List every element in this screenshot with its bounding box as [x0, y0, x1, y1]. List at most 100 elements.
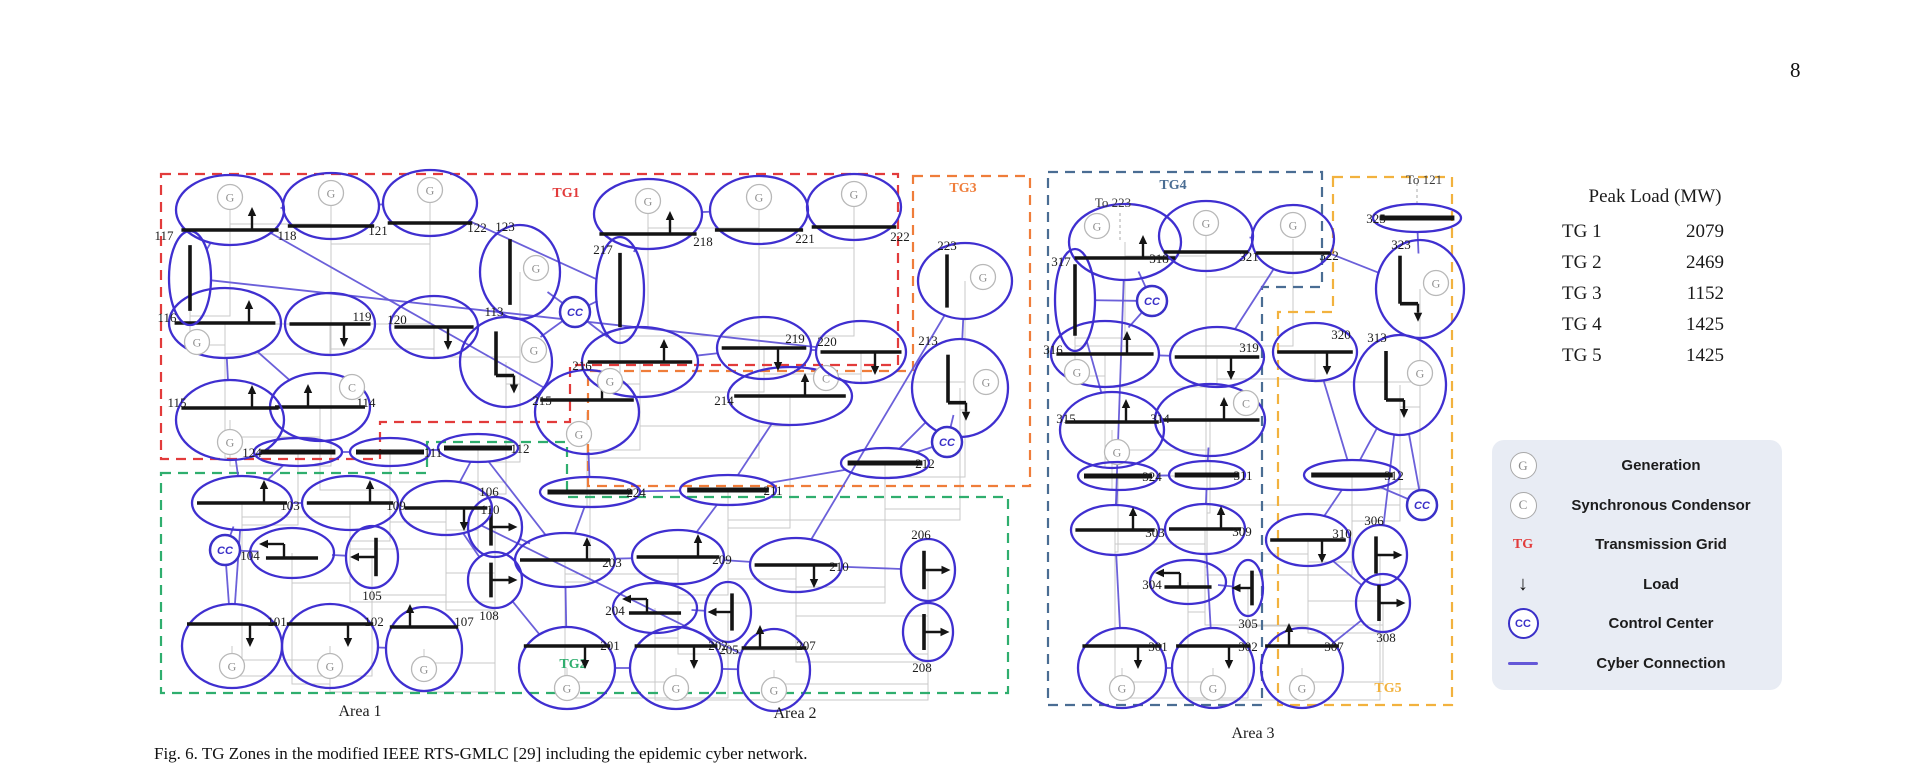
generator-icon — [1406, 359, 1434, 387]
bus-label: 116 — [157, 310, 177, 325]
cyber-links — [205, 203, 1420, 671]
zone-label-tg4: TG4 — [1159, 178, 1186, 193]
bus-325 — [1371, 202, 1463, 234]
generator-icon — [520, 336, 548, 364]
bus-211 — [678, 473, 778, 507]
bus-label: 316 — [1043, 342, 1063, 357]
legend-label: Transmission Grid — [1595, 536, 1727, 554]
bus-label: 310 — [1332, 526, 1352, 541]
bus-123: G — [478, 223, 562, 321]
svg-text:G: G — [982, 376, 991, 390]
bus-314: C — [1153, 382, 1267, 458]
svg-text:G: G — [1298, 682, 1307, 696]
cyber-connection-icon — [1492, 661, 1554, 665]
zone-label-tg1: TG1 — [552, 186, 579, 201]
zone-tg5 — [1276, 175, 1454, 707]
bus-112 — [436, 432, 520, 464]
bus-label: 323 — [1391, 237, 1411, 252]
bus-label: 202 — [708, 638, 728, 653]
transmission-grid-icon: TG — [1512, 536, 1534, 552]
bus-302: G — [1170, 626, 1256, 710]
bus-223: G — [916, 241, 1014, 321]
bus-label: 220 — [817, 334, 837, 349]
zone-label-tg5: TG5 — [1374, 681, 1401, 696]
area-label: Area 2 — [773, 705, 816, 722]
bus-label: 206 — [911, 527, 931, 542]
svg-text:G: G — [1416, 367, 1425, 381]
svg-text:G: G — [193, 336, 202, 350]
bus-label: 112 — [510, 441, 529, 456]
bus-label: 108 — [479, 608, 499, 623]
bus-107: G — [384, 604, 464, 693]
bus-label: 322 — [1319, 248, 1339, 263]
svg-text:G: G — [1202, 217, 1211, 231]
bus-205 — [703, 580, 753, 644]
bus-label: 208 — [912, 660, 932, 675]
bus-111 — [348, 436, 432, 468]
generator-icon — [840, 180, 868, 208]
legend-label: Synchronous Condensor — [1571, 496, 1751, 514]
generator-icon — [596, 367, 624, 395]
bus-122: G — [381, 168, 479, 238]
generator-icon — [216, 428, 244, 456]
generator-icon — [662, 674, 690, 702]
generator-icon — [1192, 209, 1220, 237]
bus-label: 122 — [467, 220, 487, 235]
bus-label: 118 — [277, 228, 296, 243]
bus-label: 209 — [712, 552, 732, 567]
condensor-icon — [1232, 389, 1260, 417]
peak-load-title: Peak Load (MW) — [1588, 186, 1722, 207]
svg-text:G: G — [226, 191, 235, 205]
bus-label: 318 — [1149, 251, 1169, 266]
svg-text:G: G — [1209, 682, 1218, 696]
svg-text:G: G — [644, 195, 653, 209]
bus-label: 210 — [829, 559, 849, 574]
control-center-cc5: CC — [1405, 488, 1439, 522]
generator-icon — [416, 176, 444, 204]
generator-icon — [1108, 674, 1136, 702]
svg-text:G: G — [1093, 220, 1102, 234]
svg-text:CC: CC — [1144, 296, 1161, 308]
load-icon: ↓ — [1518, 573, 1528, 596]
bus-311 — [1167, 459, 1247, 491]
svg-text:G: G — [575, 428, 584, 442]
bus-103 — [190, 474, 294, 532]
legend-label: Control Center — [1608, 615, 1714, 633]
bus-116: G — [167, 286, 283, 360]
bus-121: G — [281, 171, 381, 241]
svg-text:CC: CC — [939, 437, 956, 449]
zone-label-tg3: TG3 — [949, 181, 976, 196]
svg-text:G: G — [326, 660, 335, 674]
generator-icon — [218, 652, 246, 680]
bus-118: G — [174, 173, 286, 247]
generator-icon — [1422, 269, 1450, 297]
svg-text:G: G — [672, 682, 681, 696]
bus-202: G — [628, 625, 724, 711]
svg-text:G: G — [563, 682, 572, 696]
legend-label: Load — [1643, 575, 1679, 593]
zone-tg2 — [159, 440, 1010, 695]
svg-text:G: G — [606, 375, 615, 389]
svg-text:G: G — [770, 684, 779, 698]
bus-label: 117 — [154, 228, 174, 243]
generator-icon — [316, 652, 344, 680]
bus-203 — [513, 531, 617, 589]
bus-label: 307 — [1324, 639, 1344, 654]
bus-216: G — [580, 325, 700, 399]
generator-icon — [410, 655, 438, 683]
bus-label: 216 — [572, 358, 592, 373]
bus-label: 203 — [602, 555, 622, 570]
bus-309 — [1163, 502, 1247, 556]
page-number: 8 — [1790, 58, 1801, 82]
svg-text:CC: CC — [567, 307, 584, 319]
bus-label: 325 — [1366, 211, 1386, 226]
bus-204 — [611, 581, 699, 635]
tie-annotation: To 223 — [1095, 195, 1131, 210]
bus-201: G — [517, 625, 617, 711]
generator-icon — [1288, 674, 1316, 702]
